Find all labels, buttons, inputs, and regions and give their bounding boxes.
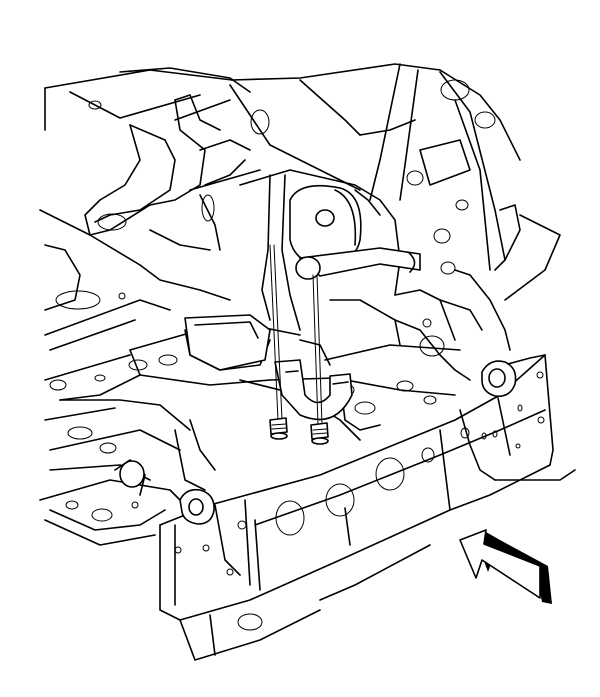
crossmember-bushing bbox=[289, 184, 362, 266]
inner-fender-structure bbox=[39, 169, 261, 351]
clamp-bolt-left bbox=[269, 244, 288, 440]
front-frame-rail bbox=[159, 354, 576, 661]
crossmember-pad bbox=[184, 314, 271, 371]
frame-bushing-right bbox=[481, 354, 546, 398]
front-direction-arrow bbox=[459, 529, 552, 604]
upper-body-structure bbox=[44, 63, 561, 301]
stabilizer-clamp bbox=[274, 359, 353, 421]
stabilizer-shaft bbox=[295, 247, 421, 280]
left-lower-frame bbox=[39, 419, 216, 546]
clamp-bolt-right bbox=[310, 274, 329, 445]
right-suspension-area bbox=[394, 269, 511, 381]
frame-bracket bbox=[84, 94, 251, 236]
frame-bushing-left bbox=[179, 488, 215, 525]
